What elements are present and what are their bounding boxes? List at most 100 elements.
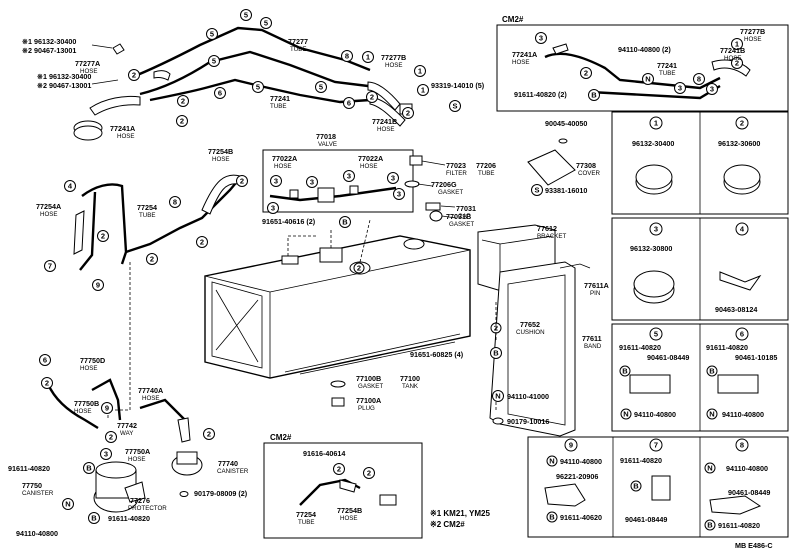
callout-circle [343,170,355,182]
callout-circle [362,51,374,63]
callout-circle [240,9,252,21]
part-caption: HOSE [744,36,762,43]
callout-label: 3 [678,84,682,93]
callout-circle [649,327,663,341]
part-caption: HOSE [512,59,530,66]
callout-circle [92,279,104,291]
part-caption: HOSE [212,156,230,163]
part-caption: HOSE [80,68,98,75]
part-number: 77277B [381,53,406,62]
part-label-93319-14010: 93319-14010 (5) [431,81,485,90]
part-number: 90461-08449 [647,353,689,362]
callout-label: 8 [345,52,349,61]
part-number: 77742 [117,421,137,430]
callout-circle [44,260,56,272]
callout-label: B [591,91,597,100]
figure-code: MB E486-C [735,541,773,550]
part-number: 90179-08009 (2) [194,489,248,498]
callout-label: 1 [421,86,425,95]
part-number: 94110-40800 [634,410,676,419]
callout-circle [387,172,399,184]
callout-label: B [633,482,639,491]
part-number: ※2 90467-13001 [22,46,76,55]
callout-label: 2 [109,433,113,442]
part-number: 77241B [372,117,397,126]
callout-label: S [534,186,539,195]
callout-label: 9 [96,281,100,290]
callout-circle [693,73,705,85]
callout-label: N [709,410,714,419]
callout-circle [564,438,578,452]
callout-label: B [493,349,499,358]
callout-label: 2 [584,69,588,78]
part-caption: VALVE [318,141,337,148]
part-number: 77740 [218,459,238,468]
part-label-77241: 77241 TUBE [270,94,290,110]
callout-circle [341,50,353,62]
callout-label: 3 [710,85,714,94]
part-number: 77241 [270,94,290,103]
callout-label: 4 [740,225,745,234]
part-number: 77206G [431,180,457,189]
callout-label: N [707,464,712,473]
part-number: 77611A [584,281,609,290]
part-caption: HOSE [377,126,395,133]
callout-circle [236,175,248,187]
callout-circle [169,196,181,208]
callout-label: N [623,410,628,419]
part-caption: TANK [402,383,419,390]
callout-label: 5 [244,11,248,20]
callout-label: B [86,464,92,473]
callout-label: 5 [319,83,323,92]
part-caption: TUBE [270,103,287,110]
part-number: 96132-30400 [632,139,674,148]
part-number: 94110-40800 [722,410,764,419]
part-number: 77277 [288,37,308,46]
part-number: 96132-30600 [718,139,760,148]
callout-circle [492,390,504,402]
callout-label: 2 [150,255,154,264]
part-number: 77241A [110,124,135,133]
part-number: 96221-20906 [556,472,598,481]
callout-markers-top: 5 5 5 5 6 5 5 8 6 1 1 1 2 2 S 2 2 2 [128,9,461,127]
part-caption: HOSE [724,55,742,62]
callout-label: 7 [654,441,658,450]
callout-label: N [645,75,650,84]
part-number: 91616-40614 [303,449,345,458]
callout-label: 7 [48,262,52,271]
part-number: 77100B [356,374,381,383]
part-label-77277: 77277 TUBE [288,37,308,53]
callout-circle [146,253,158,265]
part-caption: GASKET [438,189,463,196]
part-number: 91611-40620 [560,513,602,522]
part-number: 77022A [358,154,383,163]
filter-tube-cap: 77023 FILTER 77206 TUBE 77206G GASKET 77… [404,155,496,228]
part-caption: HOSE [274,163,292,170]
callout-label: B [91,514,97,523]
callout-circle [735,222,749,236]
part-number: 77241 [657,61,677,70]
callout-label: 2 [200,238,204,247]
part-number: ※1 KM21, YM25 [430,509,490,518]
callout-circle [366,91,378,103]
callout-circle [531,184,543,196]
part-number: 77750 [22,481,42,490]
part-label-77241B: 77241B HOSE [372,117,397,133]
callout-label: 3 [397,190,401,199]
callout-label: 5 [212,57,216,66]
part-caption: HOSE [80,365,98,372]
callout-label: 2 [370,93,374,102]
callout-circle [619,365,631,377]
callout-label: B [549,513,555,522]
callout-label: B [709,367,715,376]
part-caption: PIN [590,290,600,297]
part-caption: HOSE [74,408,92,415]
part-number: 90461-10185 [735,353,777,362]
part-caption: BRACKET [537,233,566,240]
callout-label: 3 [271,204,275,213]
part-caption: TUBE [659,70,676,77]
callout-circle [128,69,140,81]
part-number: 94110-40800 [560,457,602,466]
callout-circle [353,262,365,274]
callout-circle [41,377,53,389]
